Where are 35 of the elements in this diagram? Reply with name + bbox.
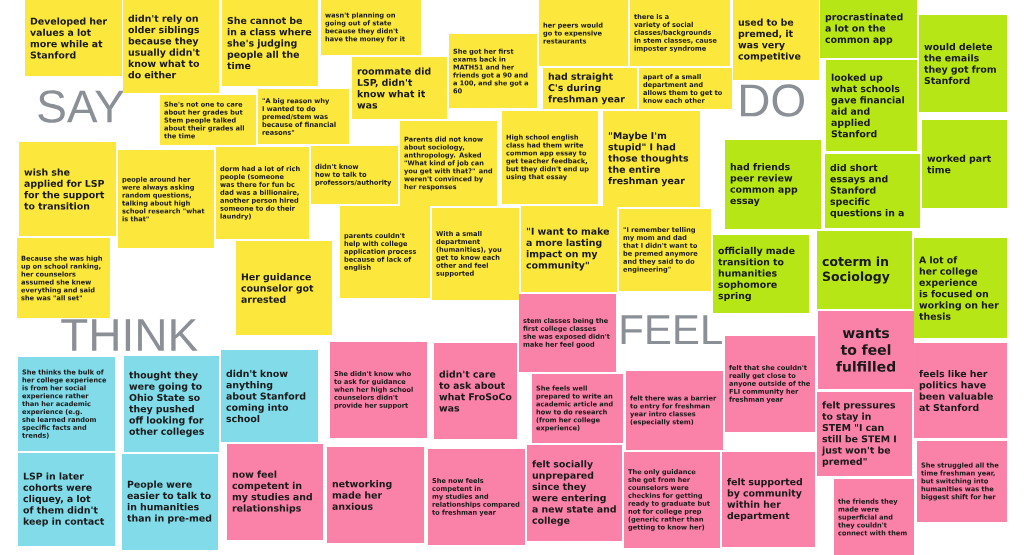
sticky-note: had friends peer review common app essay (725, 140, 821, 229)
sticky-note: now feel competent in my studies and relationships (227, 444, 323, 540)
sticky-note: She cannot be in a class where she's judging people all the time (222, 0, 318, 86)
quadrant-heading: FEEL (621, 315, 722, 345)
sticky-note: networking made her anxious (327, 447, 424, 543)
quadrant-heading: THINK (61, 319, 198, 351)
sticky-note: Her guidance counselor got arrested (236, 241, 332, 335)
sticky-note: A lot of her college experience is focused on working on her thesis (914, 238, 1007, 338)
quadrant-heading: SAY (38, 90, 124, 123)
sticky-note: had straight C's during freshman year (543, 68, 637, 109)
sticky-note: worked part time (922, 120, 1007, 208)
sticky-note: did short essays and Stanford specific questions in a (825, 154, 920, 228)
sticky-note: felt supported by community within her department (722, 452, 815, 547)
sticky-note: procrastinated a lot on the common app (820, 0, 917, 58)
sticky-note: coterm in Sociology (817, 231, 912, 309)
sticky-note: would delete the emails they got from Stanford (919, 15, 1007, 112)
sticky-note: used to be premed, it was very competitive (733, 0, 819, 80)
sticky-note: felt pressures to stay in STEM "I can still be STEM I just won't be premed" (817, 392, 912, 476)
sticky-note: looked up what schools gave financial aid and applied Stanford (826, 60, 917, 151)
sticky-note: didn't care to ask about what FroSoCo was (434, 343, 517, 439)
sticky-note: People were easier to talk to in humanities than in pre-med (122, 454, 218, 550)
sticky-note: wants to feel fulfilled (818, 311, 914, 389)
sticky-note: feels like her politics have been valuable at Stanford (914, 343, 1007, 438)
sticky-note: wish she applied for LSP for the support to transition (19, 142, 116, 236)
sticky-note: "I want to make a more lasting impact on my community" (521, 206, 617, 292)
sticky-note: thought they were going to Ohio State so they pushed off looking for other colleges (124, 356, 219, 452)
sticky-note: LSP in later cohorts were cliquey, a lot of them didn't keep in contact (18, 453, 115, 546)
sticky-note: felt socially unprepared since they were entering a new state and college (527, 445, 622, 541)
sticky-note: didn't rely on older siblings because they usually didn't know what to do either (123, 0, 219, 93)
sticky-note: "Maybe I'm stupid" I had those thoughts the entire freshman year (603, 111, 700, 207)
sticky-note: Developed her values a lot more while at Stanford (25, 0, 122, 76)
quadrant-heading: DO (741, 84, 804, 117)
sticky-note: didn't know anything about Stanford coming into school (221, 350, 318, 442)
sticky-note: officially made transition to humanities sophomore spring (713, 235, 809, 313)
sticky-note: roommate did LSP, didn't know what it was (352, 57, 447, 119)
